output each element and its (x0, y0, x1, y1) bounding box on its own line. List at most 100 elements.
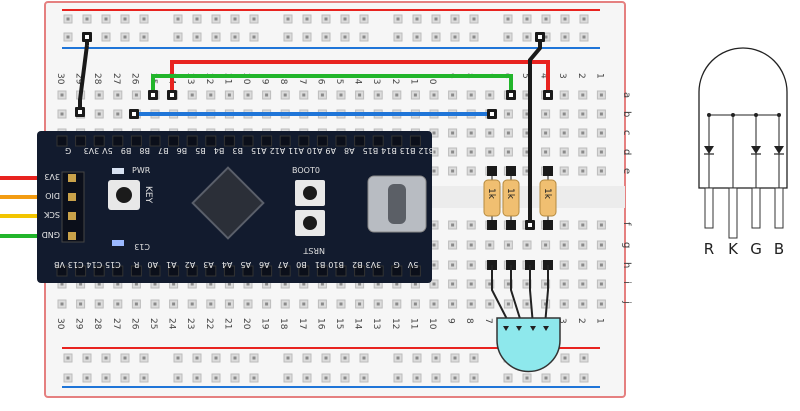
board-pin-label: VB (54, 260, 65, 269)
power-rail-hole-pin (472, 376, 476, 380)
breadboard-hole-pin (599, 112, 603, 116)
breadboard-hole-pin (97, 282, 101, 286)
breadboard-hole-pin (134, 93, 138, 97)
breadboard-hole-pin (358, 282, 362, 286)
power-rail-hole-pin (286, 356, 290, 360)
breadboard-hole-pin (413, 282, 417, 286)
breadboard-hole-pin (451, 93, 455, 97)
power-rail-hole-pin (66, 17, 70, 21)
header-pin-top (75, 135, 87, 147)
header-pin-bottom (93, 265, 105, 277)
nrst-button-cap (303, 216, 317, 230)
breadboard-hole-pin (60, 282, 64, 286)
breadboard-hole-pin (134, 282, 138, 286)
column-number-bottom: 7 (483, 318, 493, 324)
power-rail-hole-pin (563, 17, 567, 21)
power-rail-hole-pin (123, 376, 127, 380)
breadboard-hole-pin (302, 302, 306, 306)
board-pin-label: B3 (232, 146, 243, 155)
breadboard-hole-pin (599, 93, 603, 97)
board-pin-label: B5 (195, 146, 206, 155)
breadboard-hole-pin (116, 93, 120, 97)
power-rail-hole-pin (195, 17, 199, 21)
column-number-top: 4 (539, 73, 549, 79)
breadboard-hole-pin (599, 223, 603, 227)
board-pin-label: 3V3 (366, 260, 382, 269)
breadboard-hole-pin (227, 302, 231, 306)
column-number-bottom: 15 (334, 318, 344, 329)
header-pin-bottom (130, 265, 142, 277)
breadboard-hole-pin (581, 263, 585, 267)
breadboard-hole-pin (265, 93, 269, 97)
breadboard-hole-pin (562, 282, 566, 286)
header-pin-bottom (112, 265, 124, 277)
breadboard-hole-pin (265, 302, 269, 306)
breadboard-hole-pin (302, 282, 306, 286)
column-number-top: 16 (315, 73, 325, 85)
column-number-top: 22 (204, 73, 214, 84)
wire-red (170, 60, 550, 95)
mcu-chip (191, 166, 265, 240)
swd-pin (68, 174, 76, 182)
breadboard-hole-pin (432, 223, 436, 227)
column-number-bottom: 3 (557, 318, 567, 324)
schematic-led-leg (774, 187, 784, 229)
power-rail-hole-pin (343, 356, 347, 360)
led-lead-k (510, 265, 523, 326)
column-number-top: 13 (371, 73, 381, 84)
power-rail-hole-pin (195, 35, 199, 39)
breadboard-hole-pin (581, 243, 585, 247)
row-letter: h (621, 262, 632, 268)
breadboard-hole-pin (581, 223, 585, 227)
breadboard-hole-pin (562, 93, 566, 97)
header-pin-bottom (279, 265, 291, 277)
power-rail-hole-pin (66, 35, 70, 39)
resistor-body (483, 179, 501, 217)
power-rail-hole-pin (142, 356, 146, 360)
board-pin-label: G (65, 146, 71, 155)
breadboard-hole-pin (227, 93, 231, 97)
key-label: KEY (143, 186, 153, 204)
breadboard-hole-pin (506, 243, 510, 247)
board-pin-label: A4 (222, 260, 233, 269)
breadboard-hole-pin (97, 93, 101, 97)
column-number-bottom: 21 (222, 318, 232, 329)
board-pin-label: G (394, 260, 400, 269)
column-number-top: 1 (594, 73, 604, 79)
breadboard-hole-pin (451, 223, 455, 227)
header-pin-top (372, 135, 384, 147)
header-pin-bottom (56, 265, 68, 277)
breadboard-hole-pin (97, 112, 101, 116)
column-number-bottom: 18 (278, 318, 288, 330)
swd-pin (68, 212, 76, 220)
breadboard-hole-pin (525, 112, 529, 116)
breadboard-hole-pin (599, 282, 603, 286)
power-rail-hole-pin (472, 35, 476, 39)
breadboard-hole-pin (581, 302, 585, 306)
wire-end-pin (132, 112, 136, 116)
power-rail-hole-pin (506, 376, 510, 380)
breadboard-hole-pin (562, 243, 566, 247)
header-pin-bottom (298, 265, 310, 277)
power-rail-hole-pin (415, 35, 419, 39)
power-rail-hole-pin (142, 376, 146, 380)
power-rail-hole-pin (324, 376, 328, 380)
breadboard-hole-pin (469, 223, 473, 227)
power-rail-hole-pin (104, 35, 108, 39)
power-rail-hole-pin (343, 376, 347, 380)
breadboard-hole-pin (562, 302, 566, 306)
row-letter: a (621, 92, 632, 98)
breadboard-hole-pin (451, 131, 455, 135)
column-number-top: 18 (278, 73, 288, 85)
breadboard-hole-pin (525, 150, 529, 154)
breadboard-hole-pin (506, 112, 510, 116)
breadboard-hole-pin (209, 302, 213, 306)
power-rail-hole-pin (362, 17, 366, 21)
column-number-top: 29 (74, 73, 84, 85)
resistor-body (502, 179, 520, 217)
breadboard-hole-pin (562, 150, 566, 154)
row-letter: d (621, 149, 632, 155)
breadboard-hole-pin (469, 282, 473, 286)
power-rail-hole-pin (85, 356, 89, 360)
